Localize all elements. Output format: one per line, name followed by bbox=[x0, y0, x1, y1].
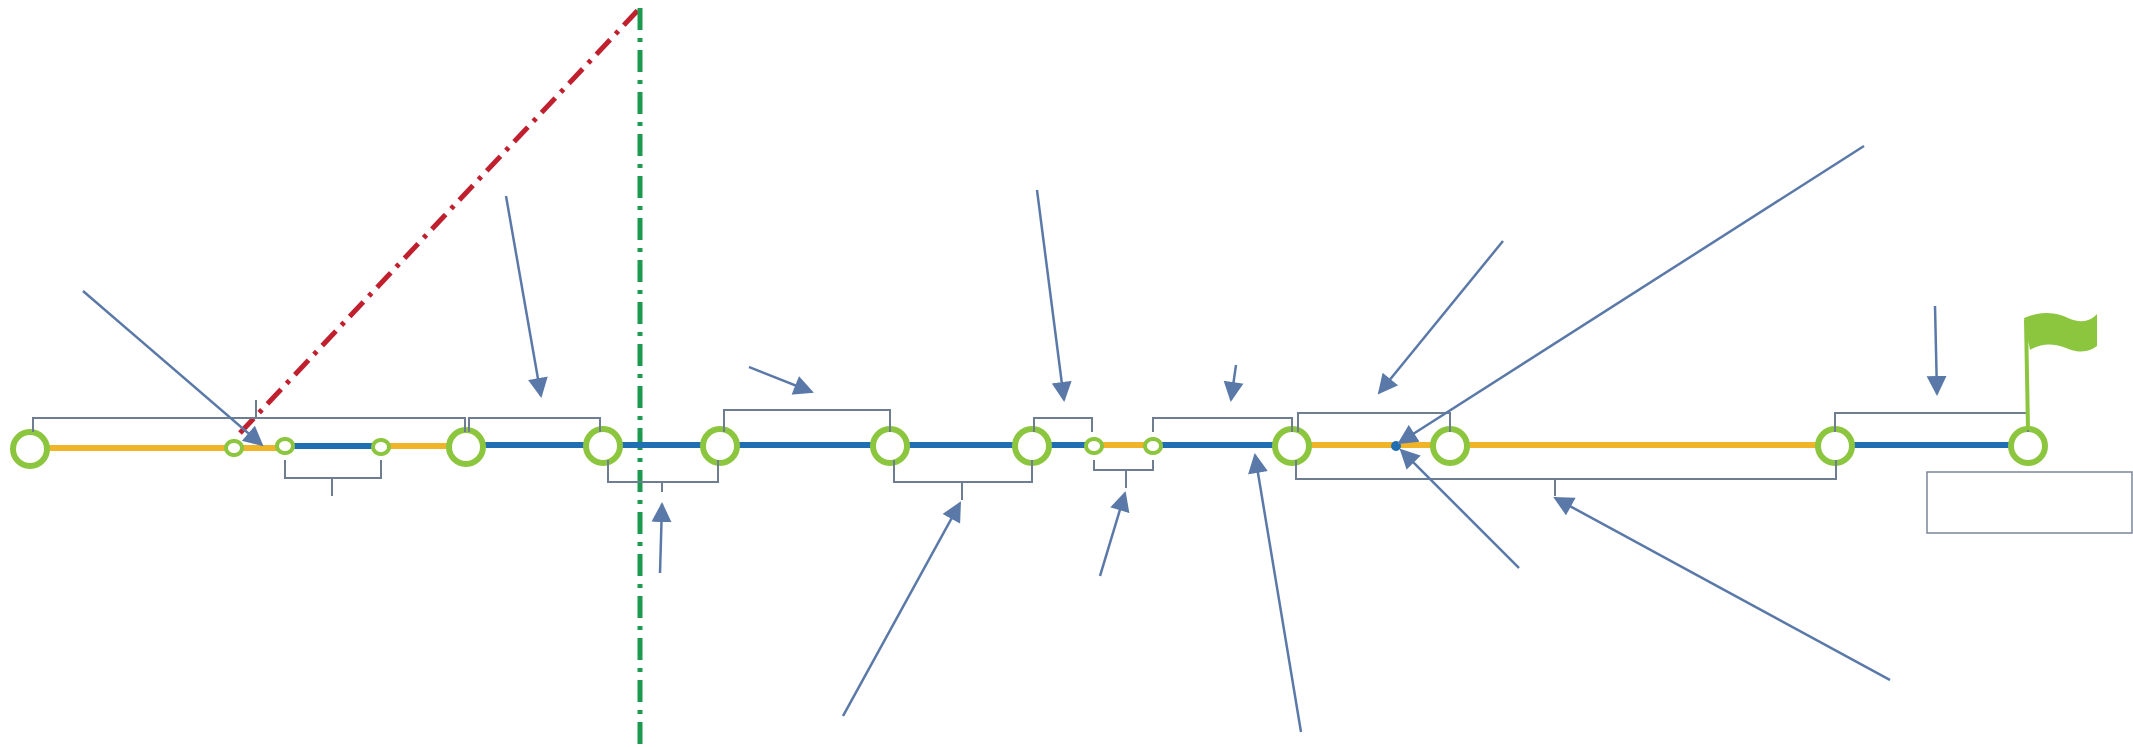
milestone-node bbox=[870, 426, 910, 466]
arrow-line bbox=[1248, 453, 1303, 733]
bracket-upper bbox=[1152, 417, 1293, 432]
label-box-frame bbox=[1926, 471, 2133, 534]
bracket-lower bbox=[893, 460, 1033, 483]
milestone-node bbox=[10, 429, 50, 469]
milestone-node-small bbox=[1084, 437, 1104, 455]
milestone-node bbox=[1430, 426, 1470, 466]
bracket-lower bbox=[284, 460, 382, 479]
milestone-node-small bbox=[371, 438, 391, 456]
reference-lines bbox=[238, 6, 643, 747]
milestone-node bbox=[1272, 426, 1312, 466]
milestone-node bbox=[700, 426, 740, 466]
milestone-node bbox=[1815, 426, 1855, 466]
arrow-line bbox=[1397, 144, 1865, 445]
arrow-line bbox=[1223, 364, 1244, 402]
bracket-upper bbox=[723, 409, 891, 432]
bracket-upper bbox=[1297, 412, 1451, 432]
flag-pole bbox=[2024, 319, 2030, 431]
arrow-line bbox=[651, 502, 672, 574]
bracket-upper bbox=[32, 417, 466, 432]
label-box bbox=[1926, 471, 2133, 534]
arrow-line bbox=[1399, 448, 1520, 569]
arrow-line bbox=[841, 501, 962, 717]
arrow-line bbox=[748, 365, 814, 395]
milestone-node-small bbox=[275, 437, 295, 455]
milestone-node bbox=[583, 426, 623, 466]
bracket-lower bbox=[1295, 460, 1837, 480]
arrow-line bbox=[1553, 496, 1891, 682]
arrow-line bbox=[82, 290, 264, 447]
arrow-line bbox=[504, 195, 548, 398]
milestone-node bbox=[1012, 426, 1052, 466]
arrow-line bbox=[1926, 305, 1947, 396]
bracket-lower bbox=[1093, 460, 1154, 471]
annotation-arrows bbox=[82, 144, 1947, 733]
arrow-line bbox=[1377, 240, 1504, 395]
milestone-node-small bbox=[224, 439, 244, 457]
milestone-node-final bbox=[2008, 426, 2048, 466]
lower-brackets bbox=[284, 460, 1837, 500]
bracket-upper bbox=[1834, 412, 2029, 432]
red-dashdot-line bbox=[238, 6, 642, 435]
bracket-upper bbox=[468, 417, 601, 432]
bracket-lower bbox=[607, 460, 719, 483]
milestone-node bbox=[446, 427, 486, 467]
flag-cloth bbox=[2024, 313, 2097, 352]
arrow-line bbox=[1098, 491, 1130, 577]
arrow-line bbox=[1035, 189, 1072, 402]
bracket-upper bbox=[1033, 417, 1093, 432]
flag-icon bbox=[2024, 313, 2097, 431]
milestone-node-small bbox=[1143, 437, 1163, 455]
